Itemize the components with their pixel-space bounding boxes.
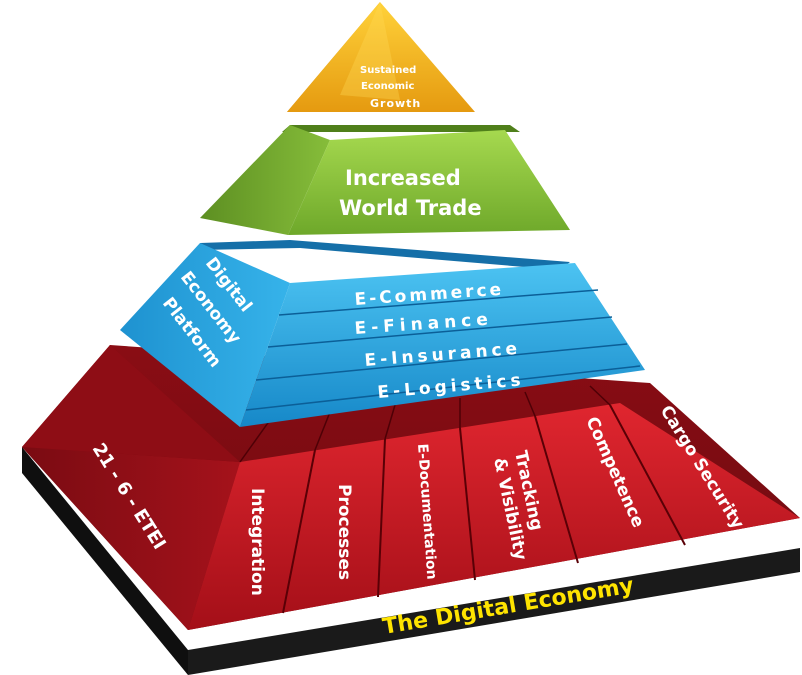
gold-label-line1: Sustained xyxy=(360,65,416,76)
third-tier: Digital Economy Platform E-Commerce E-Fi… xyxy=(120,240,645,427)
pillar-processes: Processes xyxy=(334,484,354,580)
green-label-line1: Increased xyxy=(345,166,461,190)
gold-front-face xyxy=(287,2,475,112)
pillar-dividers xyxy=(282,404,686,614)
base-left-face-upper xyxy=(22,345,240,462)
base-slab-front xyxy=(188,548,800,675)
blue-back-edge xyxy=(200,240,570,270)
blue-front-face xyxy=(240,263,645,427)
top-tier: Sustained Economic Growth xyxy=(287,2,475,112)
green-front-face xyxy=(288,130,570,235)
gold-label-line2: Economic xyxy=(361,81,414,92)
green-back-edge xyxy=(282,125,520,132)
pillar-integration: Integration xyxy=(247,488,267,596)
blue-left-face xyxy=(120,243,290,427)
green-label-line2: World Trade xyxy=(339,196,482,220)
second-tier: Increased World Trade xyxy=(200,125,570,235)
base-left-face xyxy=(22,447,240,630)
green-left-face xyxy=(200,125,330,235)
band-dividers xyxy=(245,289,641,411)
base-tier: 21 - 6 - ETEI Integration Processes E-Do… xyxy=(22,345,800,675)
gold-label-line3: Growth xyxy=(370,97,421,110)
gold-front-highlight xyxy=(340,2,400,100)
base-front-face xyxy=(188,403,800,630)
base-top-seams xyxy=(239,385,611,463)
base-slab-side xyxy=(22,447,188,675)
